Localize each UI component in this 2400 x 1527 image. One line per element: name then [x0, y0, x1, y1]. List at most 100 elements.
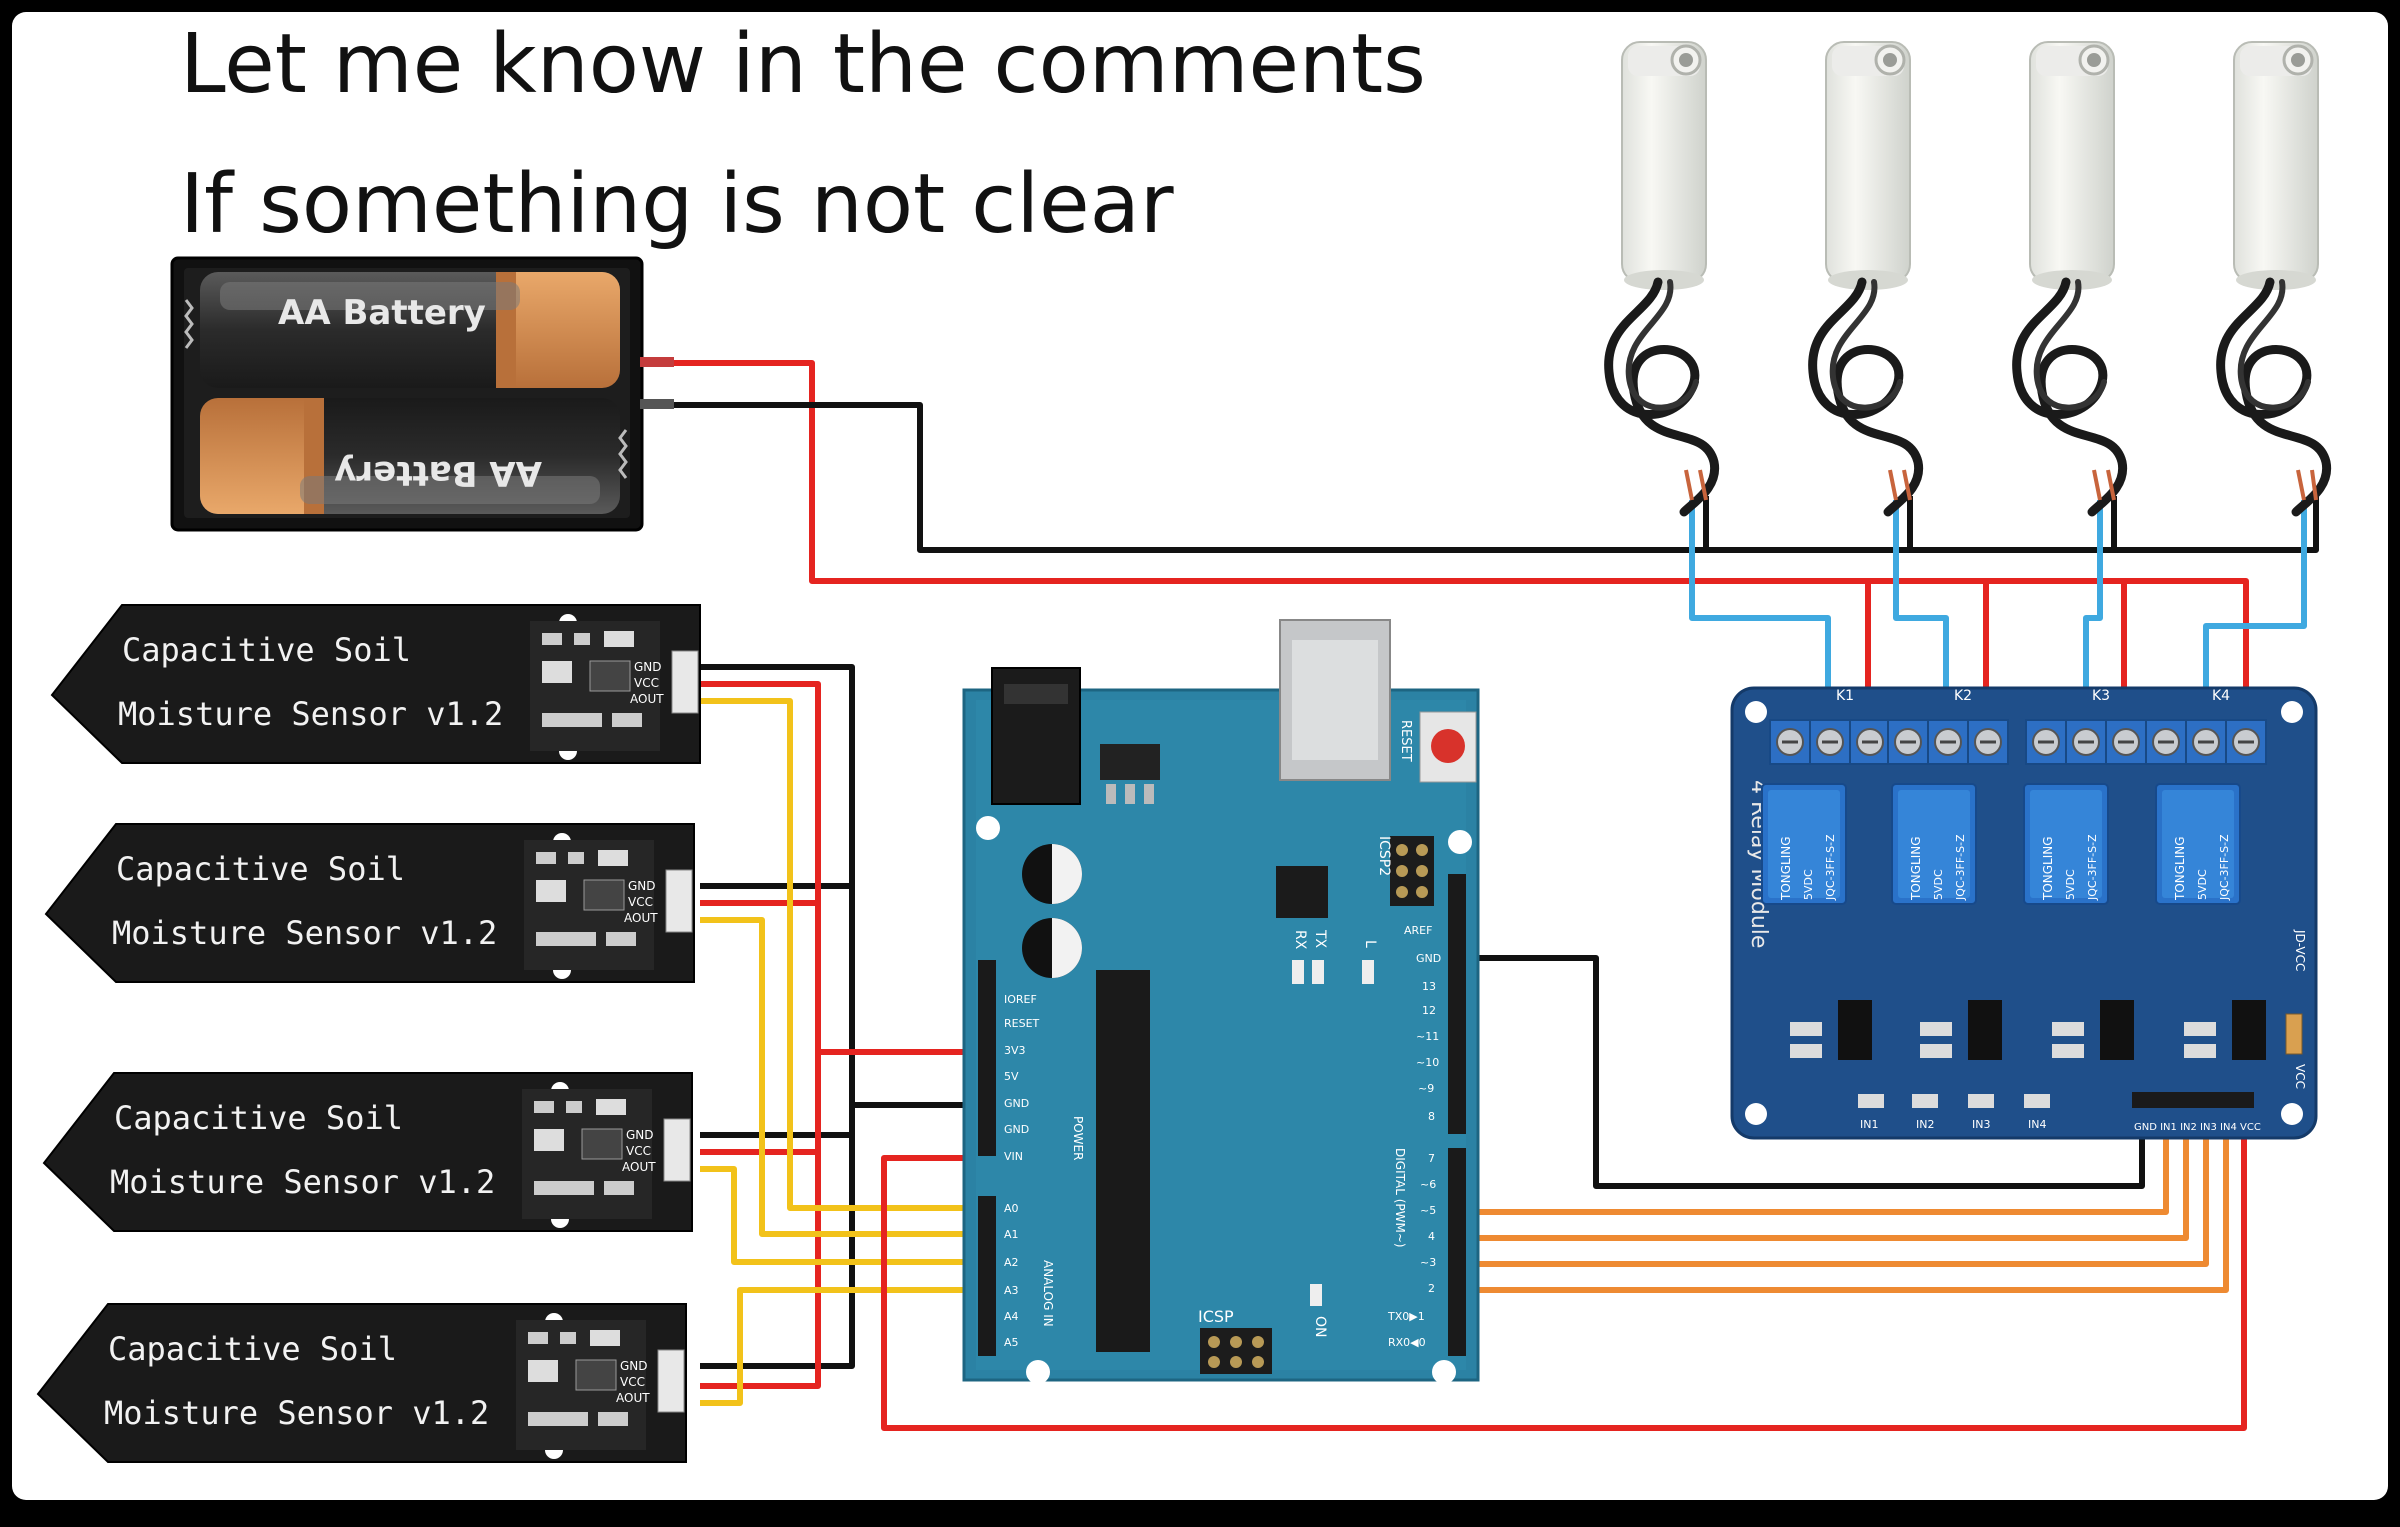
- relay-input-in4: IN4: [2028, 1118, 2046, 1131]
- relay-vcc-label: VCC: [2293, 1064, 2307, 1089]
- caption-line-1: Let me know in the comments: [180, 17, 1426, 112]
- relay-1-rating: 5VDC: [1802, 869, 1815, 900]
- relay-module: K1 K2 K3 K4 4 Relay Module TONGLING 5VDC…: [1730, 686, 2318, 1140]
- sensor-4-pin-gnd: GND: [620, 1359, 648, 1373]
- pin-gnd-1: GND: [1004, 1097, 1029, 1110]
- microcontroller-chip: [1096, 970, 1150, 1352]
- sensor-4-title: Capacitive Soil: [108, 1330, 397, 1368]
- battery-label-bottom: AA Battery: [334, 453, 542, 493]
- sensor-2-title: Capacitive Soil: [116, 850, 405, 888]
- pin-a5: A5: [1004, 1336, 1019, 1349]
- wire-sensor-vcc-bus: [700, 681, 984, 1389]
- sensor-2-pin-gnd: GND: [628, 879, 656, 893]
- relay-4-brand: TONGLING: [2173, 836, 2187, 901]
- pin-12: 12: [1422, 1004, 1436, 1017]
- l-led-label: L: [1362, 940, 1378, 948]
- relay-4-rating: 5VDC: [2196, 869, 2209, 900]
- pin-gnd-digital: GND: [1416, 952, 1441, 965]
- sensor-4-pin-aout: AOUT: [616, 1391, 650, 1405]
- pin-2: 2: [1428, 1282, 1435, 1295]
- water-pumps: [1609, 42, 2327, 512]
- relay-1: TONGLING 5VDC JQC-3FF-S-Z: [1761, 783, 1847, 905]
- power-header: [978, 960, 996, 1156]
- pin-3: ~3: [1420, 1256, 1436, 1269]
- wire-pump3-lead: [2083, 500, 2103, 732]
- relay-1-brand: TONGLING: [1779, 836, 1793, 901]
- analog-header: [978, 1196, 996, 1356]
- wire-arduino-gnd-to-relay: [1446, 955, 2145, 1189]
- sensor-3-pin-vcc: VCC: [626, 1144, 651, 1158]
- sensor-1-subtitle: Moisture Sensor v1.2: [118, 695, 503, 733]
- sensor-2-subtitle: Moisture Sensor v1.2: [112, 914, 497, 952]
- relay-4-part: JQC-3FF-S-Z: [2218, 834, 2231, 901]
- sensor-3-pin-aout: AOUT: [622, 1160, 656, 1174]
- pin-a2: A2: [1004, 1256, 1019, 1269]
- wire-battery-negative: [640, 402, 2319, 553]
- pin-10: ~10: [1416, 1056, 1439, 1069]
- sensor-4-subtitle: Moisture Sensor v1.2: [104, 1394, 489, 1432]
- pin-9: ~9: [1418, 1082, 1434, 1095]
- pin-tx0: TX0▶1: [1387, 1310, 1425, 1323]
- relay-2-brand: TONGLING: [1909, 836, 1923, 901]
- pin-3v3: 3V3: [1004, 1044, 1026, 1057]
- pin-a0: A0: [1004, 1202, 1019, 1215]
- wire-pump4-lead: [2203, 500, 2307, 732]
- digital-header-bottom: [1448, 1148, 1466, 1356]
- relay-channel-k1: K1: [1836, 688, 1854, 704]
- relay-3-rating: 5VDC: [2064, 869, 2077, 900]
- relay-2: TONGLING 5VDC JQC-3FF-S-Z: [1891, 783, 1977, 905]
- digital-group-label: DIGITAL (PWM~): [1393, 1148, 1407, 1248]
- pin-6: ~6: [1420, 1178, 1436, 1191]
- relay-input-in3: IN3: [1972, 1118, 1990, 1131]
- wire-pump-negative-drops: [1703, 496, 2117, 550]
- pin-reset: RESET: [1004, 1017, 1040, 1030]
- wire-sensor4-aout: [700, 1287, 984, 1406]
- relay-2-part: JQC-3FF-S-Z: [1954, 834, 1967, 901]
- wires: [640, 360, 2319, 1431]
- digital-header-top: [1448, 874, 1466, 1134]
- icsp-label: ICSP: [1198, 1307, 1234, 1326]
- wire-vin-to-relay-vcc: [881, 1108, 2247, 1431]
- pin-a3: A3: [1004, 1284, 1019, 1297]
- pin-rx0: RX0◀0: [1388, 1336, 1426, 1349]
- relay-header-pins: GND IN1 IN2 IN3 IN4 VCC: [2134, 1122, 2261, 1133]
- relay-1-part: JQC-3FF-S-Z: [1824, 834, 1837, 901]
- rx-label: RX: [1292, 930, 1308, 950]
- pin-13: 13: [1422, 980, 1436, 993]
- sensor-2-pin-vcc: VCC: [628, 895, 653, 909]
- pin-8: 8: [1428, 1110, 1435, 1123]
- pin-5: ~5: [1420, 1204, 1436, 1217]
- wire-battery-positive: [640, 360, 2249, 732]
- wire-d3-to-in3: [1446, 1108, 2209, 1267]
- relay-channel-k4: K4: [2212, 688, 2230, 704]
- relay-3-brand: TONGLING: [2041, 836, 2055, 901]
- pin-aref: AREF: [1404, 924, 1432, 937]
- caption-line-2: If something is not clear: [180, 157, 1174, 252]
- wire-sensor-gnd-bus: [700, 664, 984, 1369]
- soil-sensor-4: Capacitive Soil Moisture Sensor v1.2 GND…: [36, 1303, 687, 1463]
- soil-sensor-2: Capacitive Soil Moisture Sensor v1.2 GND…: [44, 823, 695, 983]
- sensor-1-pin-gnd: GND: [634, 660, 662, 674]
- wire-d5-to-in1: [1446, 1108, 2169, 1215]
- pin-a4: A4: [1004, 1310, 1019, 1323]
- relay-2-rating: 5VDC: [1932, 869, 1945, 900]
- pin-4: 4: [1428, 1230, 1435, 1243]
- wire-pump1-lead: [1689, 500, 1831, 732]
- sensor-3-pin-gnd: GND: [626, 1128, 654, 1142]
- battery-cell-top: AA Battery: [200, 272, 620, 388]
- wire-sensor3-aout: [700, 1166, 984, 1265]
- battery-label-top: AA Battery: [278, 293, 486, 333]
- sensor-3-subtitle: Moisture Sensor v1.2: [110, 1163, 495, 1201]
- power-group-label: POWER: [1071, 1116, 1085, 1160]
- pin-gnd-2: GND: [1004, 1123, 1029, 1136]
- relay-channel-k2: K2: [1954, 688, 1972, 704]
- battery-holder: AA Battery AA Battery: [170, 256, 674, 532]
- pin-a1: A1: [1004, 1228, 1019, 1241]
- wire-sensor2-aout: [700, 917, 984, 1237]
- relay-channel-k3: K3: [2092, 688, 2110, 704]
- pin-ioref: IOREF: [1004, 993, 1037, 1006]
- pin-vin: VIN: [1004, 1150, 1023, 1163]
- relay-input-header: [2132, 1092, 2254, 1108]
- icsp2-label: ICSP2: [1376, 836, 1392, 876]
